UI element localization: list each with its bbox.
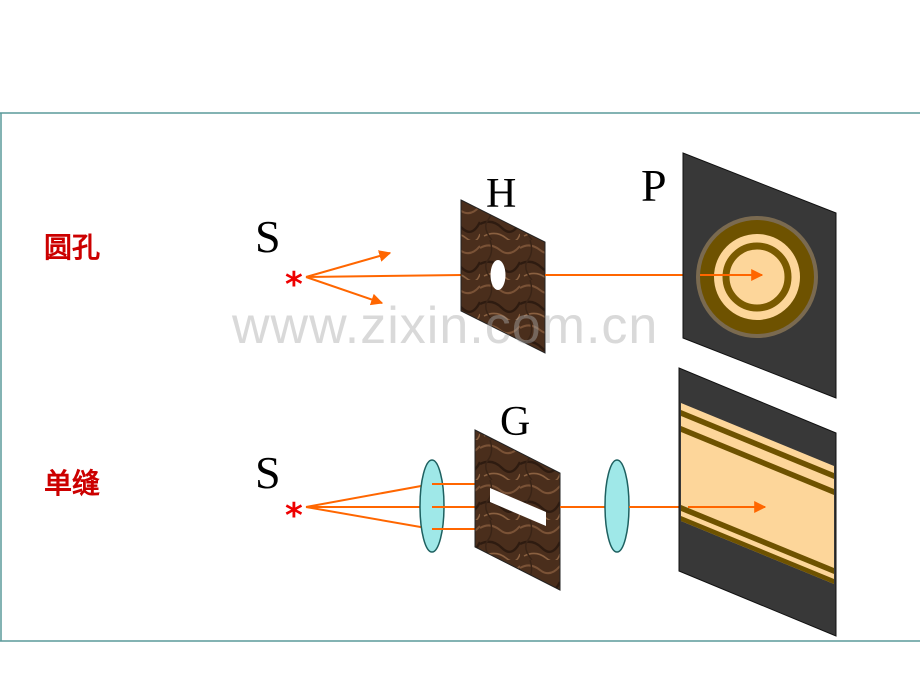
circular-hole [490,260,506,290]
screen-label-p: P [641,160,667,211]
ray-center-to-plate [305,274,463,278]
ray-upper [305,250,392,278]
fringe-dark-2 [681,426,834,495]
fringe-dark-4 [681,516,834,584]
source-label-circular: S [255,211,281,262]
airy-pattern [696,216,818,338]
ray-slit-upper [305,483,433,508]
row-single-slit [305,367,837,637]
ray-slit-lower [305,506,433,530]
row-circular-aperture [305,152,837,399]
aperture-label-g: G [500,399,531,445]
caption-circular: 圆孔 [44,231,101,264]
source-label-slit: S [255,447,281,498]
fringe-dark-1 [681,410,834,479]
fringe-band [681,403,834,584]
caption-slit: 单缝 [44,467,101,500]
focusing-lens-icon [604,459,630,553]
ray-lower [305,276,384,306]
fringe-dark-3 [681,505,834,574]
slit-opening [490,488,546,526]
watermark: www.zixin.com.cn [232,297,659,355]
slit-source-star-icon: * [285,496,303,536]
source-star-icon: * [285,265,303,305]
aperture-label-h: H [486,171,517,217]
